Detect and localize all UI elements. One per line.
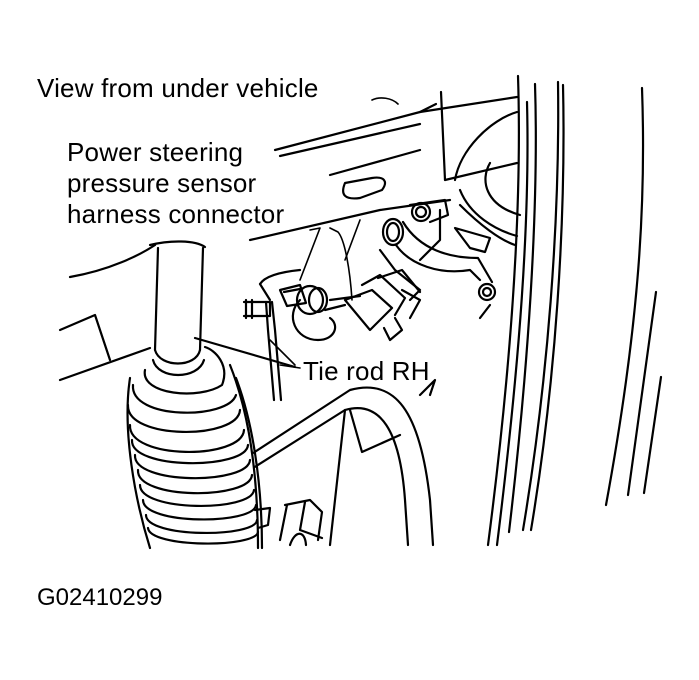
figure-id: G02410299 — [37, 584, 163, 611]
label-line: pressure sensor — [67, 168, 257, 198]
upper-frame — [248, 90, 522, 247]
label-line: Power steering — [67, 137, 244, 167]
view-caption: View from under vehicle — [37, 73, 319, 103]
tie-rod — [248, 378, 437, 547]
lower-bracket — [253, 498, 324, 547]
steering-boot — [126, 345, 264, 550]
harness-clip — [242, 298, 283, 402]
sensor-connector — [258, 268, 422, 342]
body-panel-lines — [486, 74, 663, 547]
pressure-sensor-connector-label: Power steering pressure sensor harness c… — [67, 137, 284, 230]
frame-lines — [58, 243, 297, 382]
tie-rod-label: Tie rod RH — [303, 356, 430, 386]
hose-assembly — [378, 198, 497, 320]
label-line: harness connector — [67, 199, 285, 229]
inner-rod — [148, 240, 207, 352]
